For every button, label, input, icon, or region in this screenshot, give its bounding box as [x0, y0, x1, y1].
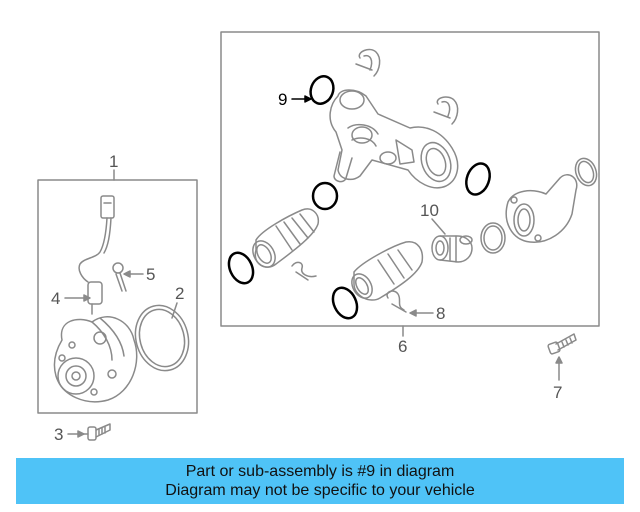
group-box-housing — [220, 31, 600, 327]
o-ring-9-right — [465, 162, 491, 196]
callout-1: 1 — [109, 152, 119, 171]
actuator — [87, 281, 103, 305]
callout-3: 3 — [54, 425, 64, 444]
water-pump — [53, 316, 138, 403]
group-box-pump — [37, 179, 198, 414]
callout-6: 6 — [398, 337, 408, 356]
callout-2: 2 — [175, 284, 185, 303]
clip-top-left — [355, 48, 381, 77]
coolant-hose-left — [252, 208, 320, 268]
thermostat — [431, 235, 473, 263]
o-ring-9-group — [227, 75, 491, 320]
callout-4: 4 — [51, 289, 61, 308]
banner-line-1: Part or sub-assembly is #9 in diagram — [185, 463, 455, 480]
banner-line-2: Diagram may not be specific to your vehi… — [165, 482, 475, 499]
o-ring-9-top — [309, 75, 335, 105]
info-banner: Part or sub-assembly is #9 in diagram Di… — [16, 458, 624, 504]
coolant-hose-right — [351, 241, 424, 301]
bolt-3 — [87, 423, 111, 441]
thermostat-housing — [329, 89, 459, 189]
pump-gasket — [134, 304, 190, 372]
thermostat-seal — [480, 222, 506, 254]
sensor-connector — [100, 195, 115, 219]
callout-10: 10 — [420, 201, 439, 220]
clip-top-right — [433, 96, 459, 125]
hose-clip-8 — [386, 290, 407, 313]
outlet-seal — [574, 157, 598, 187]
o-ring-9-mid — [311, 181, 339, 211]
bolt-7 — [547, 333, 577, 355]
hose-clip-left — [291, 261, 317, 281]
callout-7: 7 — [553, 383, 563, 402]
callout-9: 9 — [278, 90, 288, 109]
callout-8: 8 — [436, 304, 446, 323]
o-ring-9-bottom — [331, 286, 359, 320]
coolant-outlet — [505, 174, 578, 243]
o-ring-9-left — [227, 251, 255, 285]
callout-5: 5 — [146, 265, 156, 284]
